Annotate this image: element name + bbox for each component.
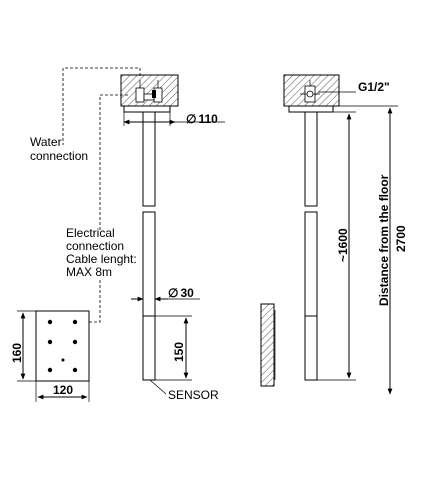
right-view: G1/2" ~1600 2700 Distance from the floor <box>260 74 408 395</box>
electrical-connection-label: Electrical connection Cable lenght: MAX … <box>66 226 140 279</box>
pipe-lower-right <box>304 315 318 381</box>
floor-distance-value: 2700 <box>394 225 408 252</box>
ceiling-block-left <box>120 74 179 107</box>
sensor-height-value: 150 <box>172 342 186 362</box>
valve-icon <box>135 80 163 103</box>
pipe-upper-left <box>142 111 156 207</box>
diameter-symbol: ∅ <box>168 286 178 300</box>
diameter-symbol: ∅ <box>186 112 196 126</box>
svg-text:∅30: ∅30 <box>168 286 194 300</box>
water-connection-line <box>62 67 141 145</box>
sensor-label: SENSOR <box>168 388 219 402</box>
ceiling-plate-right <box>288 105 334 113</box>
electrical-box <box>35 310 90 382</box>
pipe-diameter-value: 30 <box>180 286 194 300</box>
svg-text:∅110: ∅110 <box>186 112 218 126</box>
left-view: ∅110 ∅30 150 SENSOR Water connection Ele… <box>10 67 225 402</box>
electrical-connection-line <box>99 94 128 230</box>
box-width-value: 120 <box>53 383 73 397</box>
pipe-upper-right <box>304 111 318 207</box>
valve-icon <box>300 80 320 103</box>
pipe-middle-right <box>304 211 318 317</box>
thread-label: G1/2" <box>358 80 390 94</box>
electrical-box-side <box>260 303 275 387</box>
box-height-value: 160 <box>10 343 24 363</box>
water-connection-label: Water connection <box>30 135 88 163</box>
pipe-lower-left <box>142 315 156 381</box>
ceiling-plate-left <box>123 105 171 113</box>
pipe-middle-left <box>142 211 156 317</box>
distance-from-floor-label: Distance from the floor <box>377 174 391 306</box>
screw-holes <box>47 319 78 373</box>
head-diameter-value: 110 <box>198 112 218 126</box>
pipe-length-value: ~1600 <box>336 228 350 262</box>
